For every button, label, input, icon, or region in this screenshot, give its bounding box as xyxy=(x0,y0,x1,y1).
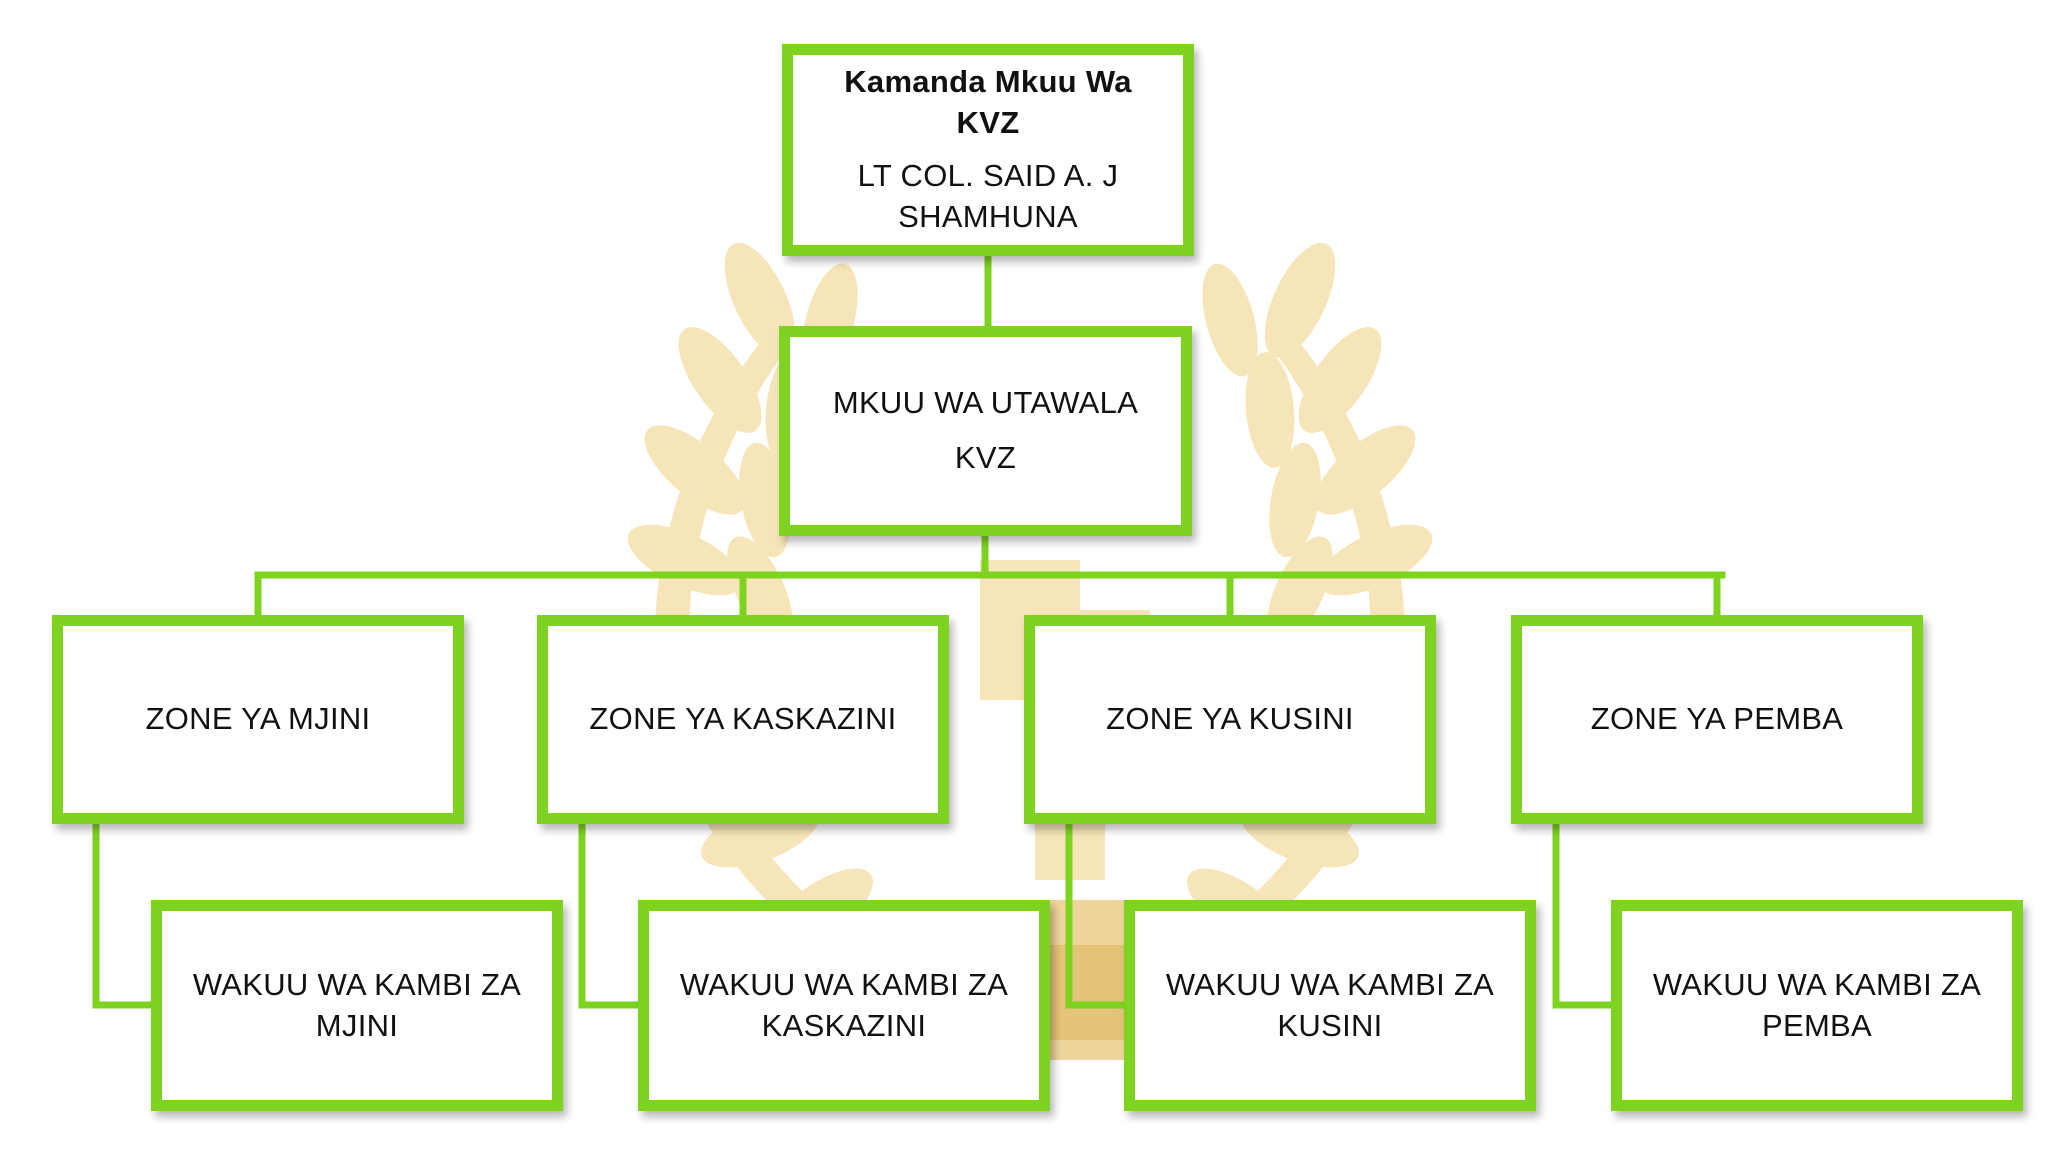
node-kamanda-name: LT COL. SAID A. J SHAMHUNA xyxy=(857,158,1119,234)
node-mkuu-utawala: MKUU WA UTAWALA KVZ xyxy=(779,326,1192,536)
node-camp-pemba: WAKUU WA KAMBI ZA PEMBA xyxy=(1611,900,2023,1111)
node-zone-mjini: ZONE YA MJINI xyxy=(52,615,464,824)
node-camp-kaskazini: WAKUU WA KAMBI ZA KASKAZINI xyxy=(638,900,1050,1111)
connector-zone-2-camp xyxy=(578,820,642,1009)
connector-zone-1-camp xyxy=(92,820,155,1009)
node-zone-kaskazini: ZONE YA KASKAZINI xyxy=(537,615,949,824)
connector-zone-4-camp xyxy=(1552,820,1615,1009)
node-kamanda-mkuu: Kamanda Mkuu Wa KVZ LT COL. SAID A. J SH… xyxy=(782,44,1194,256)
node-kamanda-title: Kamanda Mkuu Wa KVZ xyxy=(844,64,1132,141)
node-camp-label: WAKUU WA KAMBI ZA MJINI xyxy=(192,966,522,1043)
node-zone-label: ZONE YA KUSINI xyxy=(1106,701,1354,737)
node-camp-kusini: WAKUU WA KAMBI ZA KUSINI xyxy=(1124,900,1536,1111)
node-camp-mjini: WAKUU WA KAMBI ZA MJINI xyxy=(151,900,563,1111)
node-zone-label: ZONE YA KASKAZINI xyxy=(589,701,897,737)
connector-zone-3-camp xyxy=(1065,820,1128,1009)
node-zone-label: ZONE YA PEMBA xyxy=(1590,701,1844,737)
node-camp-label: WAKUU WA KAMBI ZA KUSINI xyxy=(1165,966,1495,1043)
node-camp-label: WAKUU WA KAMBI ZA KASKAZINI xyxy=(679,966,1009,1043)
node-mkuu-utawala-line1: MKUU WA UTAWALA xyxy=(832,385,1139,421)
node-camp-label: WAKUU WA KAMBI ZA PEMBA xyxy=(1652,966,1982,1043)
node-mkuu-utawala-line2: KVZ xyxy=(954,440,1017,475)
node-zone-pemba: ZONE YA PEMBA xyxy=(1511,615,1923,824)
node-zone-kusini: ZONE YA KUSINI xyxy=(1024,615,1436,824)
node-zone-label: ZONE YA MJINI xyxy=(145,701,371,737)
